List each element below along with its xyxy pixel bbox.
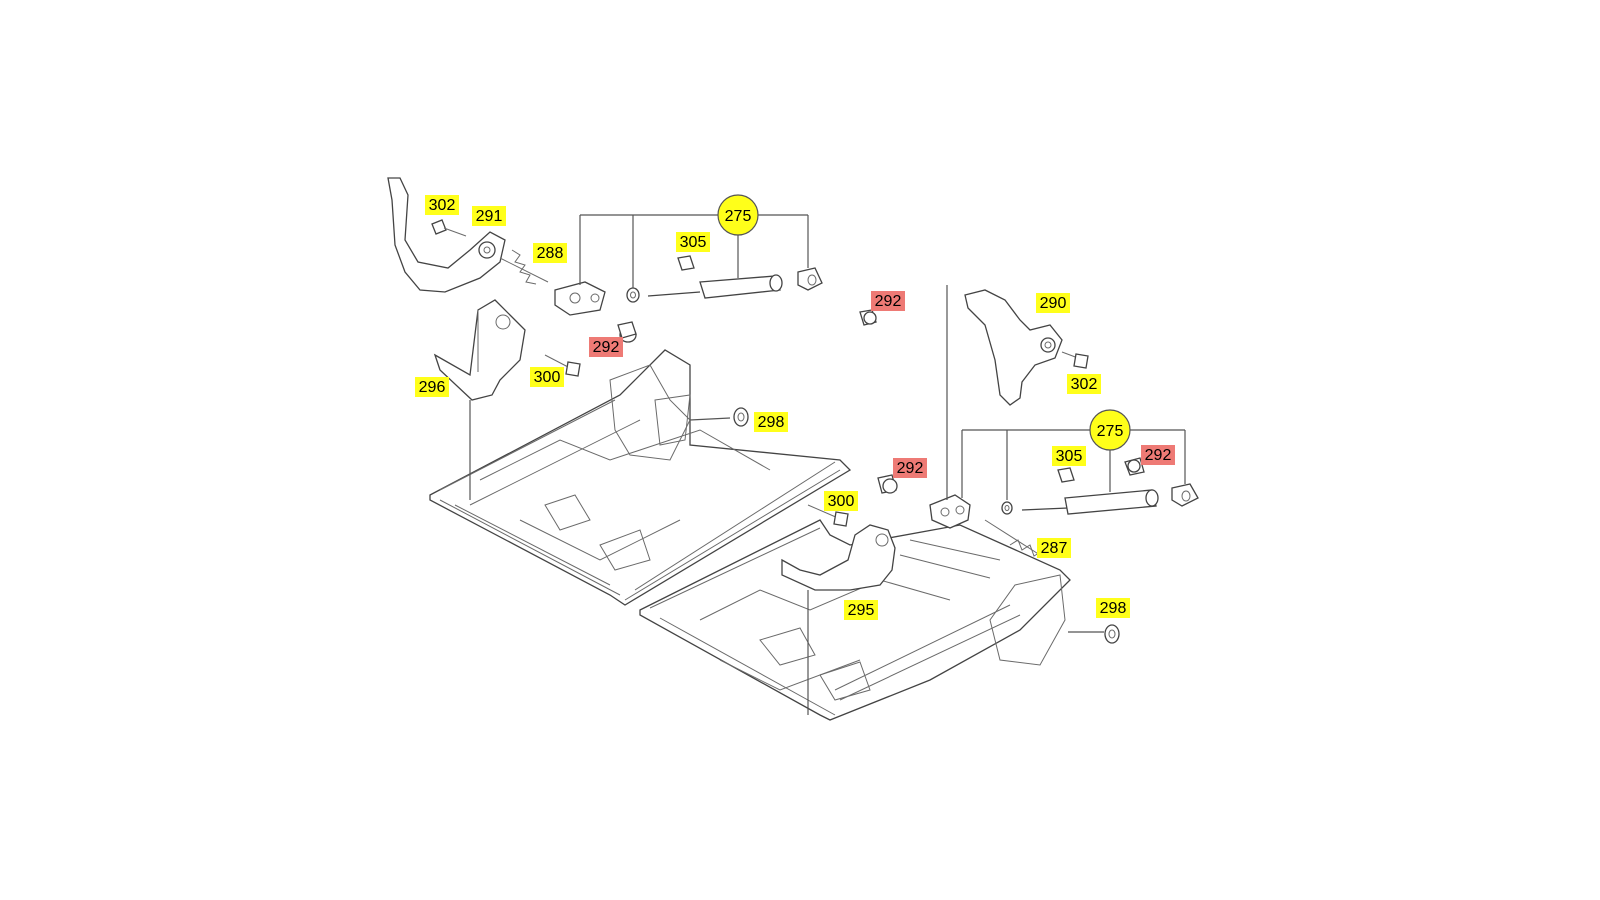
callout-292-left-a-label: 292 [875, 293, 902, 310]
left-clip-305 [677, 255, 695, 271]
callout-296-label: 296 [419, 379, 446, 396]
right-washer-298 [1104, 624, 1120, 644]
callout-292-right-b-label: 292 [897, 460, 924, 477]
callout-300-right[interactable]: 300 [824, 491, 858, 511]
callout-292-right-b[interactable]: 292 [893, 458, 927, 478]
left-seat-frame [429, 349, 852, 606]
callout-296[interactable]: 296 [415, 377, 449, 397]
callout-287-label: 287 [1041, 540, 1068, 557]
callout-275-right-label: 275 [1097, 423, 1124, 440]
callout-292-right-a-label: 292 [1145, 447, 1172, 464]
right-gas-spring [1021, 489, 1159, 515]
left-leader-lines [469, 214, 809, 500]
callout-298-right[interactable]: 298 [1096, 598, 1130, 618]
callout-302-left[interactable]: 302 [425, 195, 459, 215]
right-washer [1001, 501, 1013, 515]
right-end-cap [1171, 483, 1199, 507]
left-gas-spring [647, 274, 783, 299]
left-bushing-292 [617, 321, 637, 343]
callout-290-label: 290 [1040, 295, 1067, 312]
callout-302-right-label: 302 [1071, 376, 1098, 393]
left-spring-288 [499, 249, 549, 285]
callout-288[interactable]: 288 [533, 243, 567, 263]
left-bolt-302 [431, 219, 467, 237]
callout-298-right-label: 298 [1100, 600, 1127, 617]
callout-305-left-label: 305 [680, 234, 707, 251]
callout-305-right[interactable]: 305 [1052, 446, 1086, 466]
left-bolt-300 [544, 354, 581, 377]
callout-295-label: 295 [848, 602, 875, 619]
left-recliner-lever [387, 177, 506, 293]
callout-291[interactable]: 291 [472, 206, 506, 226]
callout-302-left-label: 302 [429, 197, 456, 214]
left-end-cap [797, 267, 823, 291]
callout-288-label: 288 [537, 245, 564, 262]
callout-287[interactable]: 287 [1037, 538, 1071, 558]
left-bushing-292-b [859, 309, 877, 326]
callout-292-left-a[interactable]: 292 [871, 291, 905, 311]
callout-275-left-label: 275 [725, 208, 752, 225]
right-clip-305 [1057, 467, 1075, 483]
right-bushing-292-b [1124, 457, 1145, 476]
right-bracket-295 [781, 524, 896, 591]
callout-292-left-b-label: 292 [593, 339, 620, 356]
callout-291-label: 291 [476, 208, 503, 225]
callout-300-left[interactable]: 300 [530, 367, 564, 387]
callout-275-left[interactable]: 275 [717, 194, 759, 236]
right-bolt-302 [1061, 351, 1089, 369]
callout-298-left-label: 298 [758, 414, 785, 431]
callout-302-right[interactable]: 302 [1067, 374, 1101, 394]
callout-305-left[interactable]: 305 [676, 232, 710, 252]
callout-300-right-label: 300 [828, 493, 855, 510]
right-bushing-292 [877, 474, 898, 494]
left-bracket-296 [433, 299, 526, 401]
right-bracket-plate [929, 494, 971, 529]
callout-305-right-label: 305 [1056, 448, 1083, 465]
left-bracket-plate [554, 281, 606, 316]
right-spring-287 [984, 519, 1043, 557]
callout-290[interactable]: 290 [1036, 293, 1070, 313]
callout-275-right[interactable]: 275 [1089, 409, 1131, 451]
callout-300-left-label: 300 [534, 369, 561, 386]
right-recliner-lever [964, 289, 1063, 406]
right-leader-lines [807, 285, 1186, 715]
callout-298-left[interactable]: 298 [754, 412, 788, 432]
callout-292-left-b[interactable]: 292 [589, 337, 623, 357]
right-bolt-300 [807, 504, 849, 527]
left-washer [626, 287, 640, 303]
left-washer-298 [733, 407, 749, 427]
callout-295[interactable]: 295 [844, 600, 878, 620]
callout-292-right-a[interactable]: 292 [1141, 445, 1175, 465]
